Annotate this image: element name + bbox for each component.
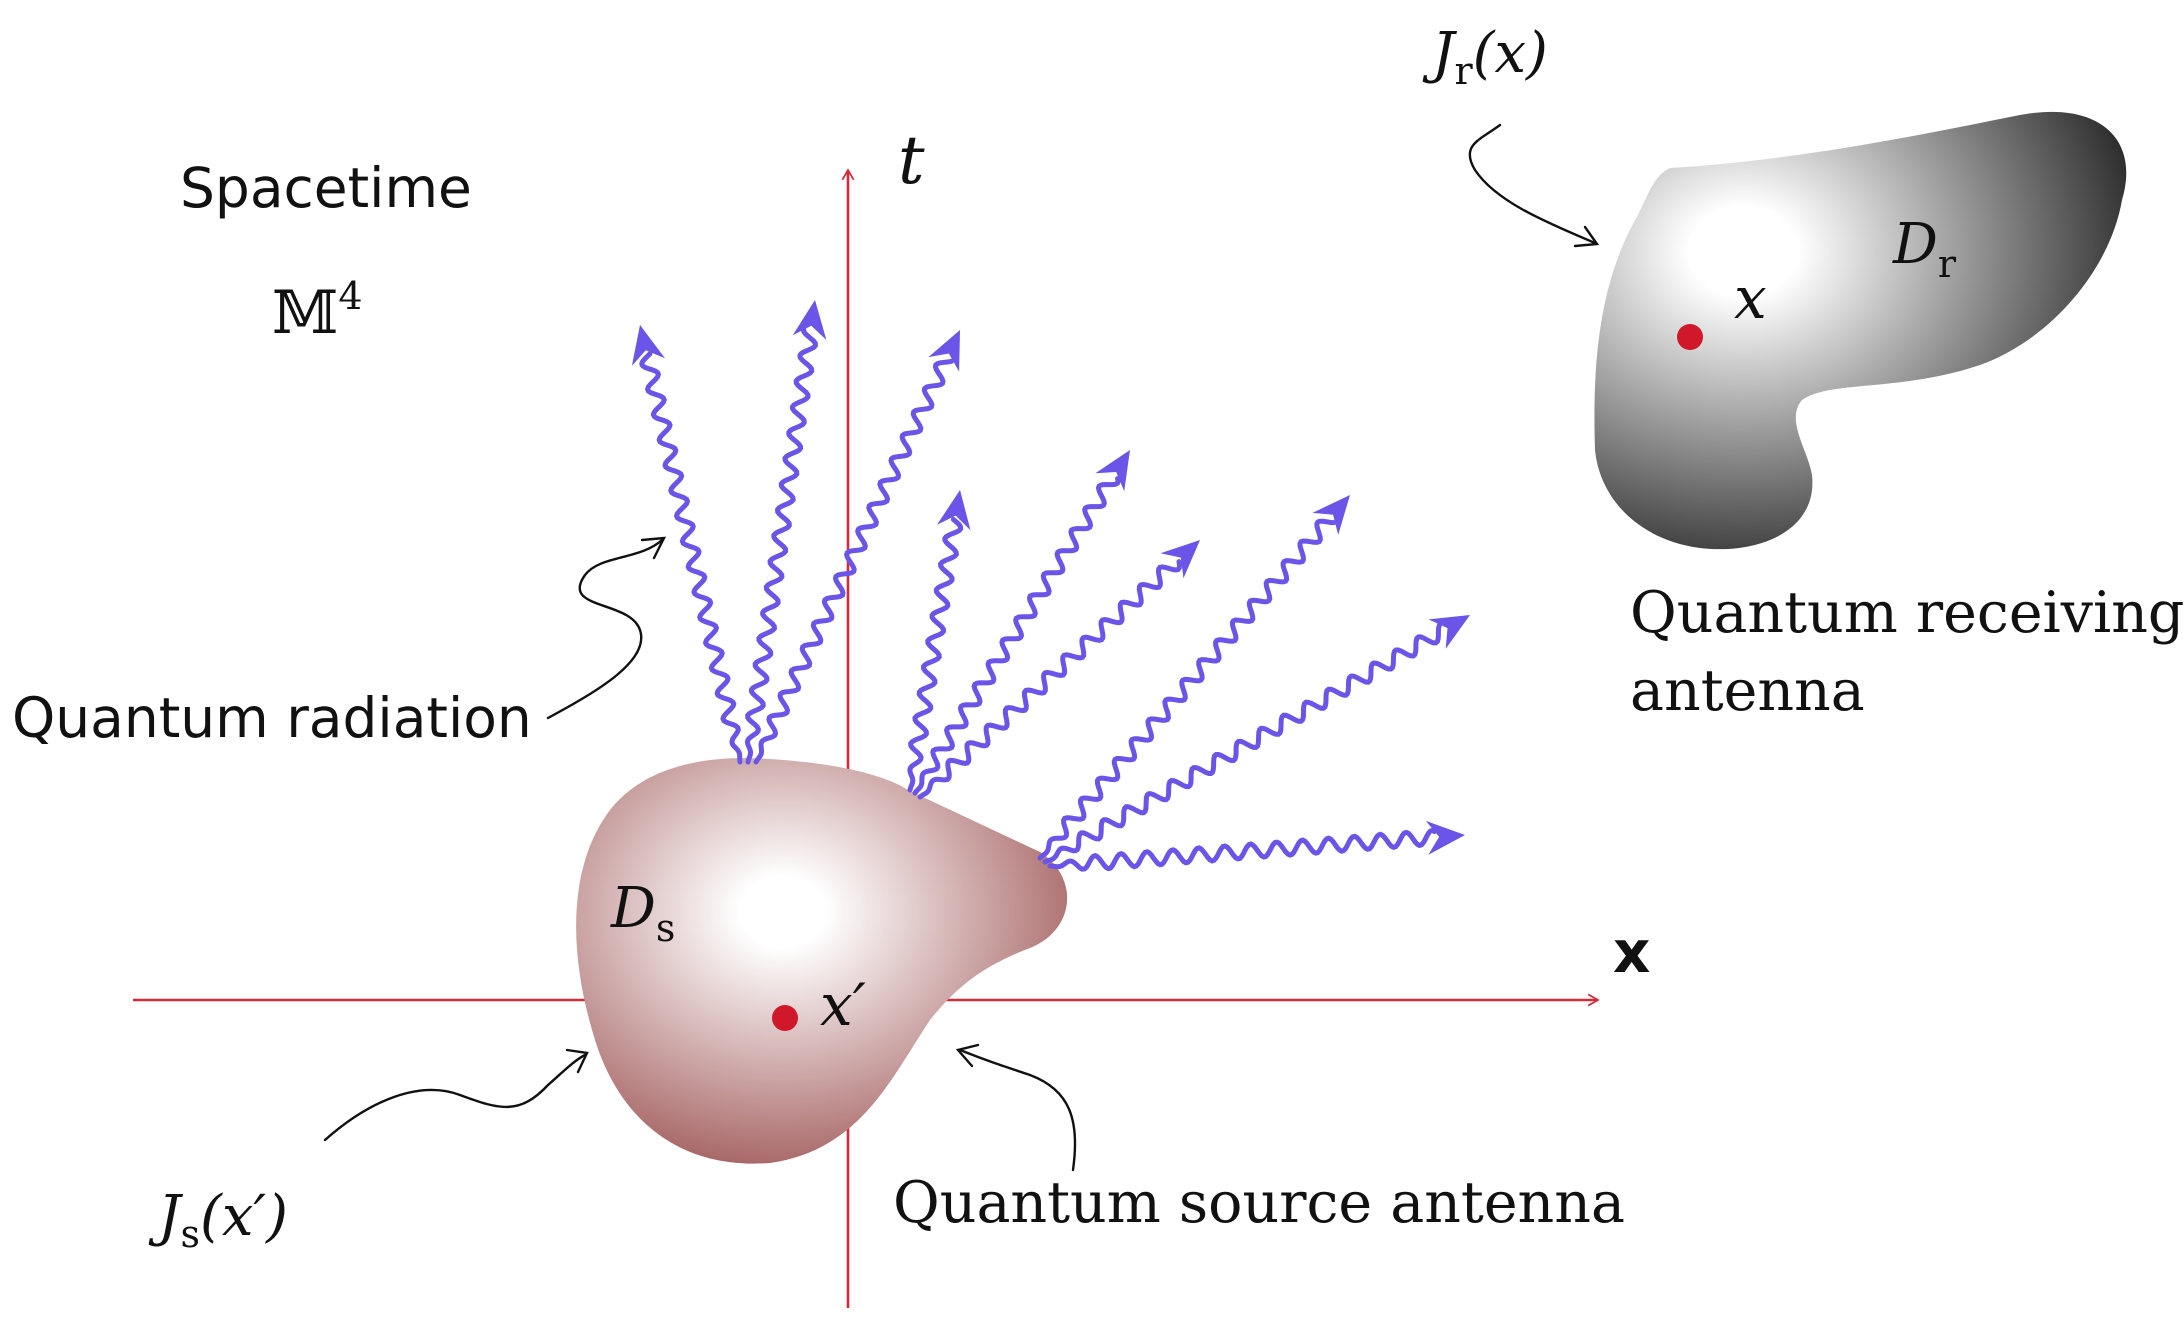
js-letter: J <box>148 1184 184 1249</box>
x-axis-label: x <box>1613 918 1650 986</box>
dr-subscript: r <box>1938 242 1957 286</box>
receiver-point <box>1677 324 1703 350</box>
js-subscript: s <box>180 1212 200 1256</box>
radiation-ray <box>912 476 1121 796</box>
radiation-ray <box>639 351 743 765</box>
receiver-point-label: x <box>1734 264 1767 332</box>
antenna-pointer-arrow <box>958 1048 1077 1172</box>
receiver-pointer-arrowhead <box>1573 225 1600 248</box>
source-pointer-arrow <box>323 1053 587 1142</box>
antenna-pointer-arrowhead <box>955 1043 980 1068</box>
radiation-ray <box>1047 827 1437 872</box>
t-axis-label: t <box>898 122 925 199</box>
jr-argument: (x) <box>1473 21 1548 86</box>
js-argument: (x′) <box>200 1184 288 1249</box>
js-label: Js(x′) <box>148 1184 288 1256</box>
radiation-arrowhead <box>1095 450 1130 492</box>
jr-label: Jr(x) <box>1422 21 1548 93</box>
source-point <box>772 1005 798 1031</box>
radiation-rays <box>631 300 1470 872</box>
manifold-symbol: 𝕄 <box>272 278 338 348</box>
radiation-pointer-arrowhead <box>640 536 667 560</box>
manifold-label: 𝕄4 <box>272 274 363 348</box>
radiation-arrowhead <box>1312 495 1350 535</box>
ds-label: Ds <box>610 876 675 950</box>
quantum-radiation-label: Quantum radiation <box>12 686 532 750</box>
radiation-ray <box>1037 518 1337 861</box>
jr-subscript: r <box>1454 49 1473 93</box>
radiation-ray <box>907 517 964 793</box>
quantum-receiving-label: Quantum receiving <box>1630 580 2184 646</box>
ds-subscript: s <box>656 906 676 950</box>
source-point-label: x′ <box>820 971 866 1039</box>
dr-label: Dr <box>1892 212 1957 286</box>
ds-letter: D <box>610 876 656 941</box>
spacetime-label: Spacetime <box>180 156 472 220</box>
radiation-arrowhead <box>1160 540 1200 579</box>
manifold-superscript: 4 <box>338 274 362 318</box>
radiation-arrowhead <box>1428 615 1470 649</box>
radiation-arrowhead <box>631 325 665 366</box>
dr-letter: D <box>1892 212 1938 277</box>
jr-letter: J <box>1422 21 1458 86</box>
radiation-arrowhead <box>792 300 827 340</box>
radiation-arrowhead <box>937 490 971 531</box>
quantum-source-antenna-label: Quantum source antenna <box>893 1170 1625 1236</box>
receiving-antenna-region <box>1594 111 2127 550</box>
source-antenna-region <box>576 758 1068 1164</box>
radiation-pointer-arrow <box>546 538 664 720</box>
radiation-ray <box>1042 622 1442 865</box>
radiation-ray <box>753 358 955 765</box>
receiver-pointer-arrow <box>1468 123 1597 245</box>
radiation-arrowhead <box>928 330 960 372</box>
radiation-arrowhead <box>1425 820 1465 855</box>
radiation-ray <box>744 327 818 765</box>
radiation-ray <box>917 559 1183 800</box>
antenna-label: antenna <box>1630 658 1865 724</box>
source-pointer-arrowhead <box>565 1048 589 1074</box>
